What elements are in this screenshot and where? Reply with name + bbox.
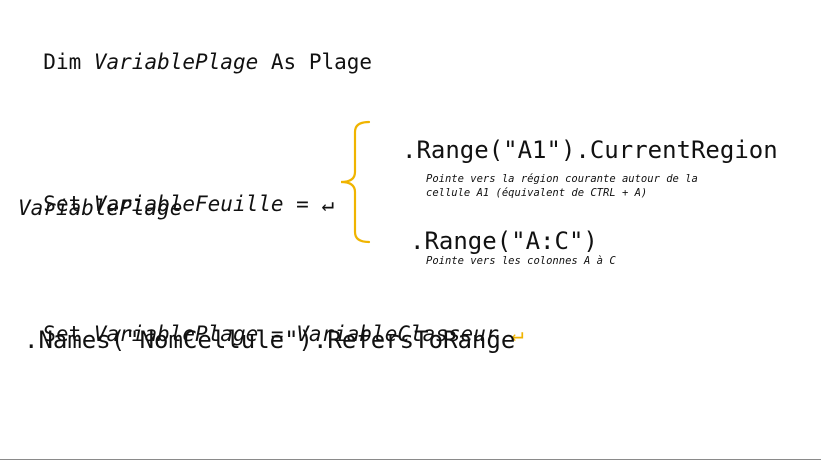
variable-plage: VariablePlage (93, 50, 259, 74)
as-plage: As Plage (258, 50, 373, 74)
option1-note-line2: cellule A1 (équivalent de CTRL + A) (426, 187, 648, 199)
equals-sign-2: = (258, 322, 297, 346)
variable-plage-2: VariablePlage (93, 322, 259, 346)
names-refers-to-range: .Names("NomCellule").RefersToRange (24, 326, 516, 354)
return-arrow-icon: ↵ (511, 322, 524, 346)
set-plage-statement: Set VariablePlage = VariableClasseur ↵ (18, 298, 524, 346)
curly-brace-icon (340, 120, 371, 244)
variable-plage-line: VariablePlage (18, 196, 183, 220)
equals-sign: = (283, 192, 322, 216)
dim-statement: Dim VariablePlage As Plage (18, 26, 372, 74)
option1-note-line1: Pointe vers la région courante autour de… (426, 173, 698, 185)
option2-note: Pointe vers les colonnes A à C (426, 255, 616, 267)
option1-code: .Range("A1").CurrentRegion (402, 136, 778, 164)
set-keyword-2: Set (43, 322, 94, 346)
set-keyword: Set (43, 192, 94, 216)
return-arrow-icon: ↵ (321, 192, 335, 216)
dim-keyword: Dim (43, 50, 94, 74)
set-feuille-statement: Set VariableFeuille = ↵ (18, 168, 334, 216)
option2-code: .Range("A:C") (410, 227, 598, 255)
bottom-divider (0, 459, 821, 460)
variable-classeur: VariableClasseur (296, 322, 499, 346)
variable-feuille: VariableFeuille (93, 192, 284, 216)
